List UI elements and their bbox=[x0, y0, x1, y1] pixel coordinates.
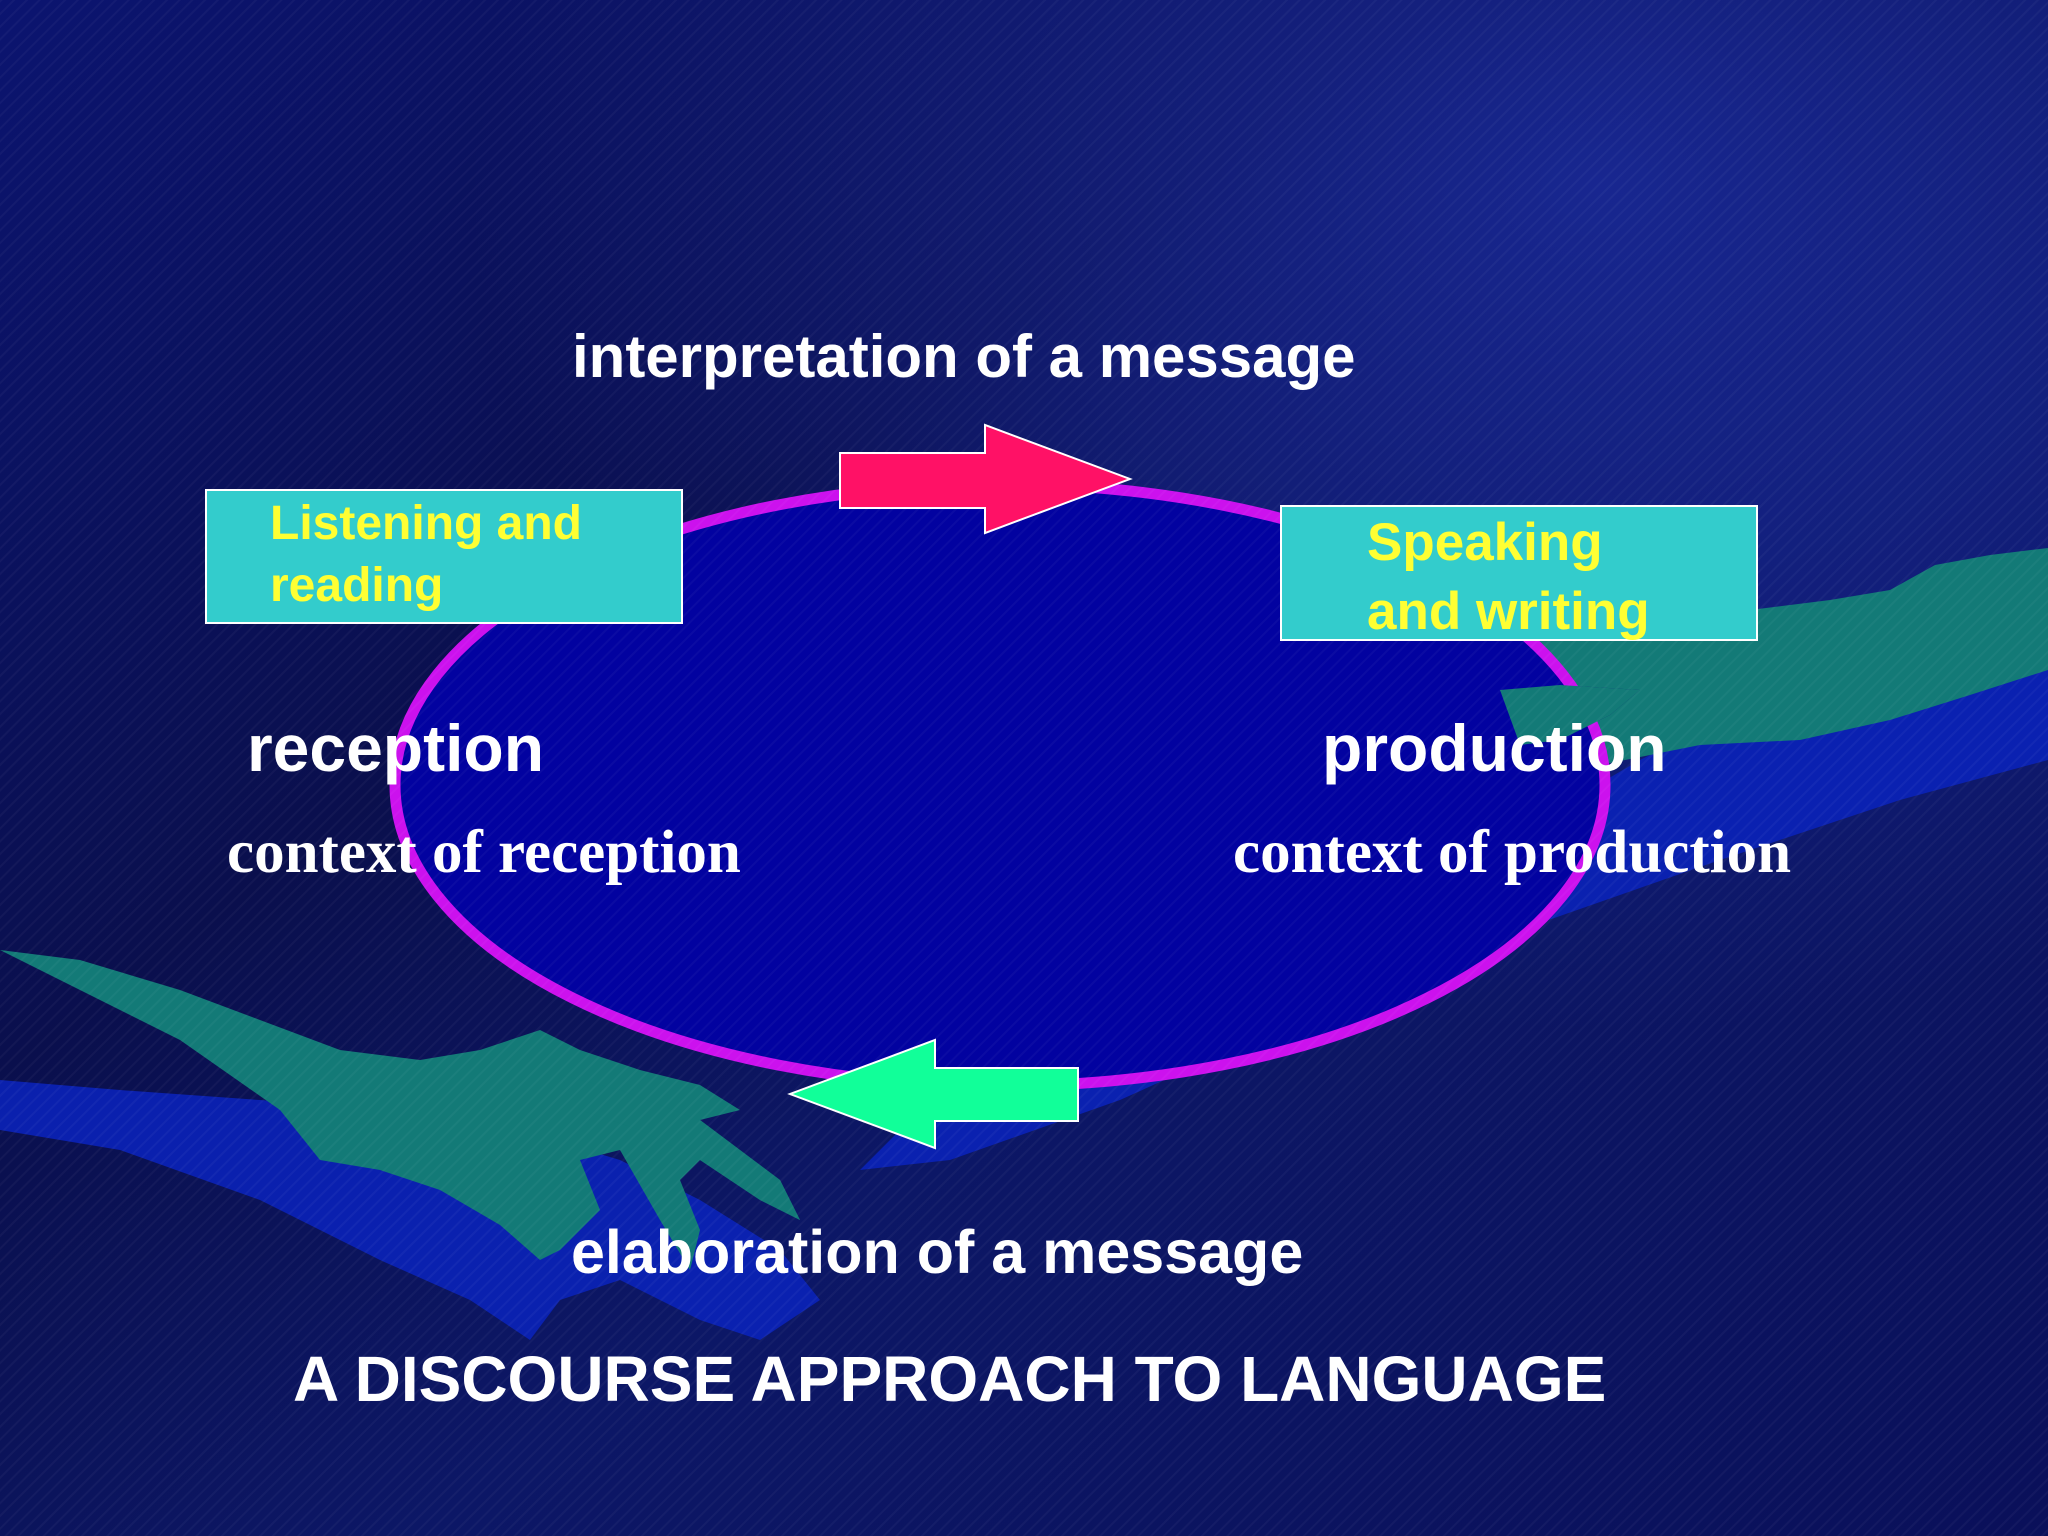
bottom-label: elaboration of a message bbox=[571, 1218, 1304, 1286]
reception-heading: reception bbox=[247, 711, 545, 785]
top-label: interpretation of a message bbox=[572, 323, 1356, 390]
listening-reading-line1: Listening and bbox=[270, 497, 582, 550]
production-context: context of production bbox=[1233, 819, 1792, 886]
listening-reading-box bbox=[205, 489, 683, 624]
bottom-arrow bbox=[787, 1038, 1079, 1150]
slide-title: A DISCOURSE APPROACH TO LANGUAGE bbox=[293, 1343, 1607, 1415]
reception-context: context of reception bbox=[227, 819, 741, 886]
speaking-writing-line2: and writing bbox=[1367, 582, 1650, 641]
speaking-writing-line1: Speaking bbox=[1367, 513, 1603, 572]
speaking-writing-box bbox=[1280, 505, 1758, 641]
listening-reading-line2: reading bbox=[270, 559, 444, 612]
top-arrow bbox=[839, 423, 1133, 535]
production-heading: production bbox=[1322, 711, 1667, 785]
